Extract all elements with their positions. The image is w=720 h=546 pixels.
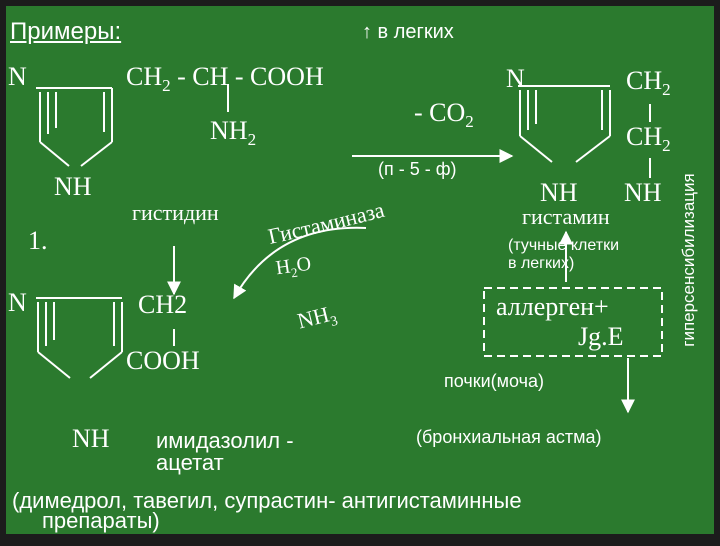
water-o: O: [295, 252, 313, 277]
kidneys-label: почки(моча): [444, 371, 545, 391]
chain-rest: - CH - COOH: [170, 62, 324, 91]
chain-ch: CH: [126, 62, 163, 91]
cofactor-label: (п - 5 - ф): [378, 159, 457, 179]
histamine-source-line1: (тучные клетки: [508, 237, 619, 254]
histamine-ch2-top: CH2: [626, 66, 671, 100]
ch2-top-ch: CH: [626, 66, 663, 95]
histamine-ring: [518, 85, 611, 163]
ch2-bottom-ch: CH: [626, 122, 663, 151]
acetate-name-line2: ацетат: [156, 450, 224, 475]
reaction-number: 1.: [28, 226, 48, 255]
ch2-bottom-sub: 2: [662, 136, 671, 156]
vertical-note: гиперсенсибилизация: [679, 173, 698, 347]
chain-sub: 2: [162, 76, 171, 96]
svg-text:Гистаминаза: Гистаминаза: [266, 198, 387, 249]
acetate-ch2: CH2: [138, 290, 188, 319]
histamine-amine-nh: NH: [624, 178, 662, 207]
acetate-nh: NH: [72, 424, 110, 453]
deamination-arrow: [233, 226, 367, 300]
allergen-line2: Jg.E: [578, 322, 624, 351]
enzyme-label-curved: Гистаминаза: [266, 198, 387, 249]
acetate-cooh: COOH: [126, 346, 200, 375]
allergen-line1: аллерген+: [496, 292, 609, 321]
drugs-line2: препараты): [42, 508, 160, 533]
ch2-top-sub: 2: [662, 80, 671, 100]
water-label: H2O: [274, 252, 313, 282]
histamine-ring-nh: NH: [540, 178, 578, 207]
slide: Примеры: гиперсенсибилизация ↑ в легких …: [6, 6, 714, 534]
histidine-nh: NH: [54, 172, 92, 201]
amino-sub: 2: [247, 130, 257, 150]
co2-sub: 2: [465, 112, 474, 132]
histamine-ch2-bottom: CH2: [626, 122, 671, 156]
histidine-chain: CH2 - CH - COOH: [126, 62, 324, 96]
histamine-source-line2: в легких): [508, 255, 575, 272]
histamine-name: гистамин: [522, 204, 610, 229]
histidine-name: гистидин: [132, 200, 219, 225]
histidine-amino: NH2: [210, 116, 257, 150]
reaction-drawing: [36, 84, 663, 414]
co2-label: - CO2: [414, 98, 474, 132]
slide-title: Примеры:: [10, 18, 122, 45]
acetate-n-atom: N: [8, 288, 27, 317]
enzyme-label: Гистаминаза: [266, 198, 387, 249]
histidine-n-atom: N: [8, 62, 27, 91]
lungs-label: ↑ в легких: [362, 21, 454, 43]
acetate-name-line1: имидазолил -: [156, 428, 294, 453]
drugs-line1: (димедрол, тавегил, супрастин- антигиста…: [12, 488, 522, 513]
amino-nh: NH: [210, 116, 248, 145]
histidine-ring: [36, 87, 113, 167]
histamine-n-atom: N: [506, 64, 525, 93]
acetate-ring: [36, 297, 123, 379]
asthma-label: (бронхиальная астма): [416, 427, 602, 447]
allergen-box: [483, 287, 663, 357]
co2-text: - CO: [414, 98, 466, 127]
